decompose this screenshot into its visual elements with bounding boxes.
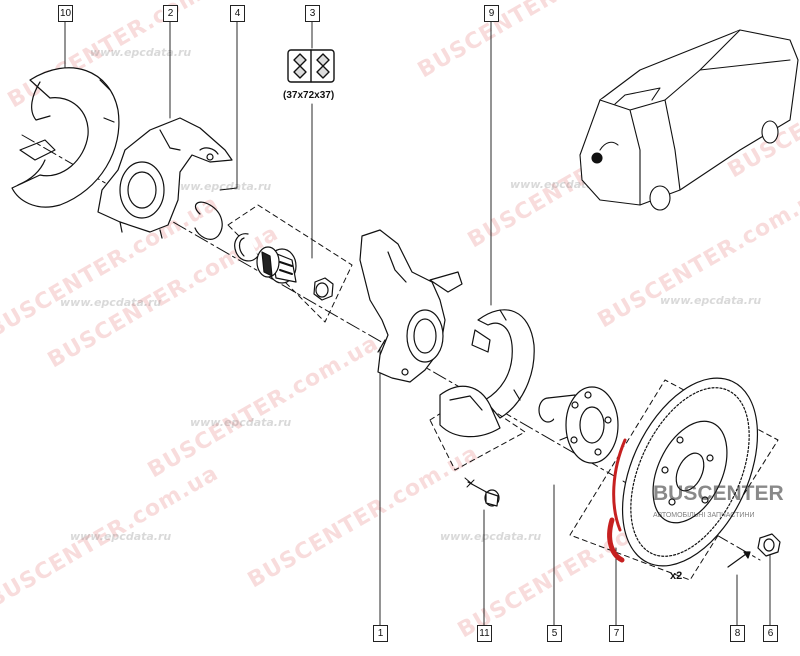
wheel-hub (538, 386, 619, 464)
callout-10: 10 (58, 5, 73, 22)
callout-7: 7 (609, 625, 624, 642)
bearing-kit-box (227, 204, 353, 323)
steering-knuckle (359, 229, 463, 383)
hub-nut (313, 277, 334, 301)
knuckle-rear (97, 117, 233, 239)
bolt (464, 477, 500, 507)
bearing-set (234, 233, 297, 284)
callout-3: 3 (305, 5, 320, 22)
brake-disc-box (569, 379, 779, 581)
callout-4: 4 (230, 5, 245, 22)
circlip (194, 201, 223, 240)
callout-2: 2 (163, 5, 178, 22)
callout-8: 8 (730, 625, 745, 642)
dust-shield-left (11, 67, 120, 208)
lower-shield (439, 385, 501, 438)
callout-11: 11 (477, 625, 492, 642)
logo-tagline: АВТОМОБІЛЬНІ ЗАПЧАСТИНИ (653, 512, 755, 519)
bearing-kit-icon (287, 49, 335, 83)
callout-5: 5 (547, 625, 562, 642)
logo-name: BUSCENTER (653, 482, 784, 505)
callout-9: 9 (484, 5, 499, 22)
disc-screw (727, 551, 751, 568)
callout-6: 6 (763, 625, 778, 642)
callout-1: 1 (373, 625, 388, 642)
wheel-nut (757, 533, 781, 557)
splash-shield (471, 309, 535, 419)
brake-disc (612, 377, 759, 567)
quantity-label: x2 (670, 570, 683, 582)
logo-swoosh (607, 517, 625, 563)
buscenter-logo: BUSCENTER АВТОМОБІЛЬНІ ЗАПЧАСТИНИ (605, 478, 795, 538)
bearing-size-label: (37x72x37) (283, 90, 335, 101)
leader-lines (64, 19, 771, 626)
vehicle-thumbnail (579, 29, 799, 211)
